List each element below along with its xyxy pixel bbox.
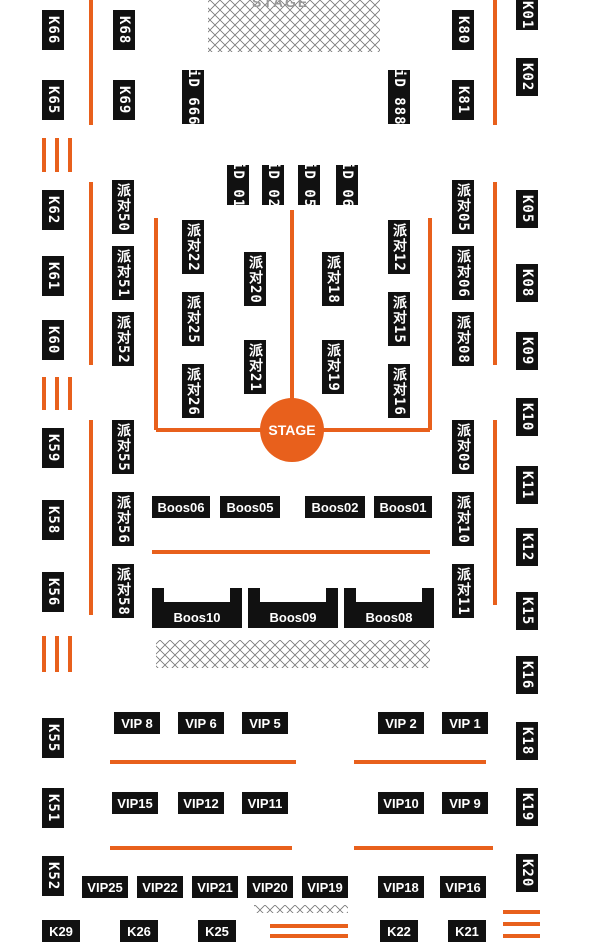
vip-19[interactable]: VIP19 (302, 876, 348, 898)
seat-party12[interactable]: 派对12 (388, 220, 410, 274)
seat-party58[interactable]: 派对58 (112, 564, 134, 618)
vip-20[interactable]: VIP20 (247, 876, 293, 898)
vip-9[interactable]: VIP 9 (442, 792, 488, 814)
seat-k22[interactable]: K22 (380, 920, 418, 942)
seat-party20[interactable]: 派对20 (244, 252, 266, 306)
seat-party50[interactable]: 派对50 (112, 180, 134, 234)
seat-k15[interactable]: K15 (516, 592, 538, 630)
seat-id02[interactable]: iD 02 (262, 165, 284, 205)
seat-party56[interactable]: 派对56 (112, 492, 134, 546)
booth-notch (260, 588, 326, 602)
booth-boos02[interactable]: Boos02 (305, 496, 365, 518)
seat-k81[interactable]: K81 (452, 80, 474, 120)
seat-id05[interactable]: iD 05 (298, 165, 320, 205)
vip-25[interactable]: VIP25 (82, 876, 128, 898)
seat-party22[interactable]: 派对22 (182, 220, 204, 274)
seat-k10[interactable]: K10 (516, 398, 538, 436)
booth-boos10-label: Boos10 (173, 610, 221, 625)
seat-party55[interactable]: 派对55 (112, 420, 134, 474)
vip-5[interactable]: VIP 5 (242, 712, 288, 734)
seat-k25[interactable]: K25 (198, 920, 236, 942)
seat-party06[interactable]: 派对06 (452, 246, 474, 300)
bottom-hatch (254, 905, 348, 913)
seat-k01[interactable]: K01 (516, 0, 538, 30)
booth-boos10[interactable]: Boos10 (152, 588, 242, 628)
seat-k09[interactable]: K09 (516, 332, 538, 370)
seat-party11[interactable]: 派对11 (452, 564, 474, 618)
booth-boos09[interactable]: Boos09 (248, 588, 338, 628)
stage-circle: STAGE (260, 398, 324, 462)
vip-22[interactable]: VIP22 (137, 876, 183, 898)
seat-k56[interactable]: K56 (42, 572, 64, 612)
booth-boos08-label: Boos08 (365, 610, 413, 625)
seat-k08[interactable]: K08 (516, 264, 538, 302)
booth-boos06[interactable]: Boos06 (152, 496, 210, 518)
seat-party08[interactable]: 派对08 (452, 312, 474, 366)
seat-k51[interactable]: K51 (42, 788, 64, 828)
seat-k11[interactable]: K11 (516, 466, 538, 504)
seat-k02[interactable]: K02 (516, 58, 538, 96)
seat-id06[interactable]: iD 06 (336, 165, 358, 205)
seat-party18[interactable]: 派对18 (322, 252, 344, 306)
vip-21[interactable]: VIP21 (192, 876, 238, 898)
seat-party52[interactable]: 派对52 (112, 312, 134, 366)
seat-k52[interactable]: K52 (42, 856, 64, 896)
seat-party21[interactable]: 派对21 (244, 340, 266, 394)
seat-k12[interactable]: K12 (516, 528, 538, 566)
seat-k58[interactable]: K58 (42, 500, 64, 540)
seat-k69[interactable]: K69 (113, 80, 135, 120)
floor-hatch (156, 640, 430, 668)
seat-k59[interactable]: K59 (42, 428, 64, 468)
seat-party16[interactable]: 派对16 (388, 364, 410, 418)
seat-party09[interactable]: 派对09 (452, 420, 474, 474)
seat-k16[interactable]: K16 (516, 656, 538, 694)
seat-k60[interactable]: K60 (42, 320, 64, 360)
vip-16[interactable]: VIP16 (440, 876, 486, 898)
seat-party19[interactable]: 派对19 (322, 340, 344, 394)
booth-notch (164, 588, 230, 602)
top-stage-hatch (208, 0, 380, 52)
seat-party26[interactable]: 派对26 (182, 364, 204, 418)
vip-8[interactable]: VIP 8 (114, 712, 160, 734)
seat-k61[interactable]: K61 (42, 256, 64, 296)
vip-2[interactable]: VIP 2 (378, 712, 424, 734)
seat-id888[interactable]: iD 888 (388, 70, 410, 124)
top-stage-label: STAGE (252, 0, 310, 10)
seat-k55[interactable]: K55 (42, 718, 64, 758)
vip-6[interactable]: VIP 6 (178, 712, 224, 734)
seat-k05[interactable]: K05 (516, 190, 538, 228)
seat-party25[interactable]: 派对25 (182, 292, 204, 346)
seat-id666[interactable]: iD 666 (182, 70, 204, 124)
vip-12[interactable]: VIP12 (178, 792, 224, 814)
vip-11[interactable]: VIP11 (242, 792, 288, 814)
vip-10[interactable]: VIP10 (378, 792, 424, 814)
booth-boos05[interactable]: Boos05 (220, 496, 280, 518)
vip-1[interactable]: VIP 1 (442, 712, 488, 734)
vip-15[interactable]: VIP15 (112, 792, 158, 814)
booth-boos09-label: Boos09 (269, 610, 317, 625)
seat-party51[interactable]: 派对51 (112, 246, 134, 300)
seat-k80[interactable]: K80 (452, 10, 474, 50)
seat-k18[interactable]: K18 (516, 722, 538, 760)
seat-k21[interactable]: K21 (448, 920, 486, 942)
seat-k20[interactable]: K20 (516, 854, 538, 892)
seat-k62[interactable]: K62 (42, 190, 64, 230)
seat-k26[interactable]: K26 (120, 920, 158, 942)
seat-k68[interactable]: K68 (113, 10, 135, 50)
seat-party10[interactable]: 派对10 (452, 492, 474, 546)
seat-k19[interactable]: K19 (516, 788, 538, 826)
seat-party15[interactable]: 派对15 (388, 292, 410, 346)
seat-k66[interactable]: K66 (42, 10, 64, 50)
seat-party05[interactable]: 派对05 (452, 180, 474, 234)
orange-dividers (42, 0, 540, 938)
seat-k65[interactable]: K65 (42, 80, 64, 120)
seat-k29[interactable]: K29 (42, 920, 80, 942)
vip-18[interactable]: VIP18 (378, 876, 424, 898)
booth-notch (356, 588, 422, 602)
seat-id01[interactable]: iD 01 (227, 165, 249, 205)
booth-boos08[interactable]: Boos08 (344, 588, 434, 628)
booth-boos01[interactable]: Boos01 (374, 496, 432, 518)
